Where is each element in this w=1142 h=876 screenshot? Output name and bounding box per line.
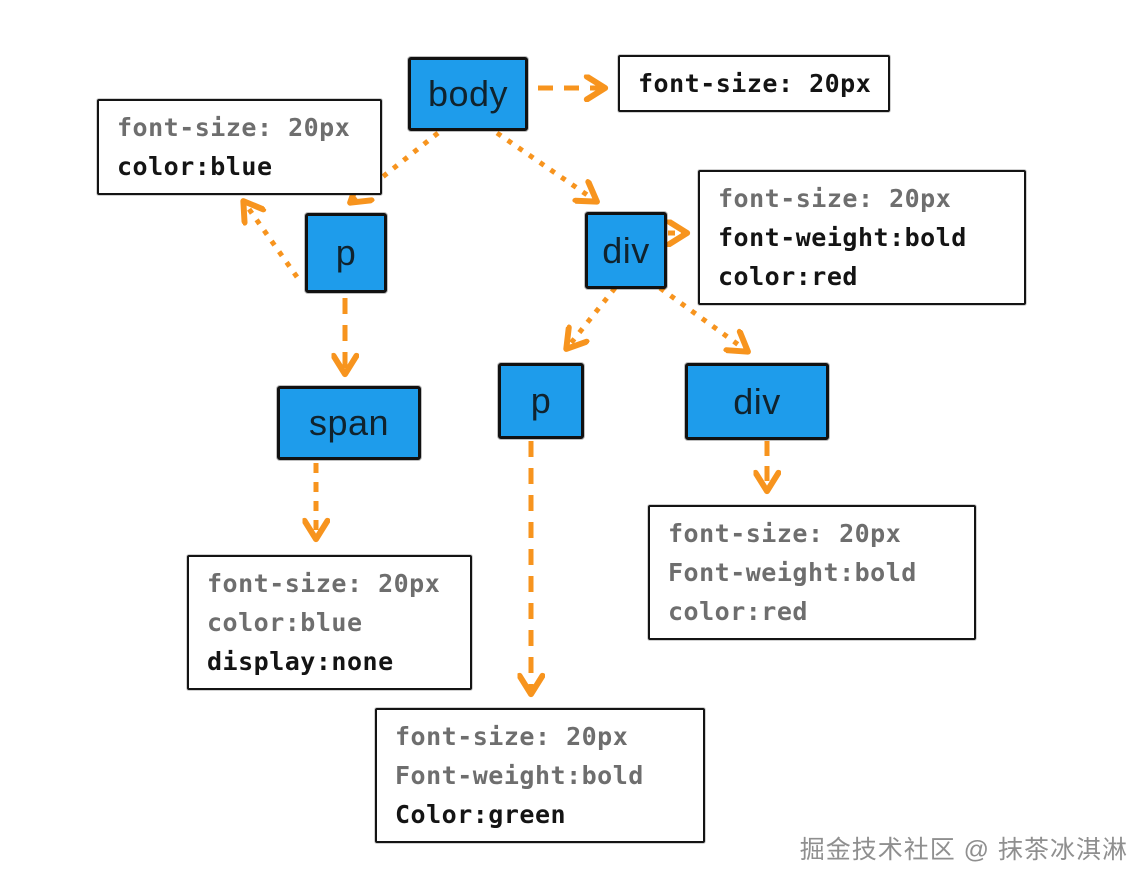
rule-box-span: font-size: 20px color:blue display:none [187, 555, 472, 690]
rule-box-body: font-size: 20px [618, 55, 890, 112]
node-span: span [277, 386, 421, 460]
node-p-right: p [498, 363, 584, 439]
rule-line: Font-weight:bold [395, 761, 644, 790]
node-body-label: body [427, 73, 509, 114]
node-div-left: div [585, 212, 667, 289]
rule-line: display:none [207, 647, 394, 676]
node-div-right: div [685, 363, 829, 440]
rule-line: color:blue [117, 152, 273, 181]
rule-line: font-size: 20px [395, 722, 629, 751]
node-p-left-label: p [335, 232, 357, 273]
rule-line: Font-weight:bold [668, 558, 917, 587]
node-p-left: p [305, 213, 387, 293]
rule-line: font-size: 20px [638, 69, 872, 98]
rule-line: font-weight:bold [718, 223, 967, 252]
node-div-right-label: div [733, 380, 781, 422]
arrow-p1-to-p1-rule [244, 202, 300, 279]
watermark-text: 掘金技术社区 @ 抹茶冰淇淋 [799, 836, 1128, 864]
node-body: body [408, 57, 528, 131]
node-span-label: span [308, 402, 390, 443]
rule-line: font-size: 20px [668, 519, 902, 548]
rule-line: font-size: 20px [117, 113, 351, 142]
node-div-left-label: div [602, 229, 650, 271]
arrow-body-to-div1 [495, 130, 596, 201]
rule-line: font-size: 20px [718, 184, 952, 213]
node-p-right-label: p [530, 380, 552, 421]
rule-box-p-left: font-size: 20px color:blue [97, 99, 382, 195]
rule-box-div-left: font-size: 20px font-weight:bold color:r… [698, 170, 1026, 305]
rule-line: font-size: 20px [207, 569, 441, 598]
rule-box-p-right: font-size: 20px Font-weight:bold Color:g… [375, 708, 705, 843]
rule-line: color:blue [207, 608, 363, 637]
rule-line: color:red [718, 262, 858, 291]
rule-line: Color:green [395, 800, 567, 829]
arrow-div1-to-p2 [567, 286, 617, 348]
rule-line: color:red [668, 597, 808, 626]
rule-box-div-right: font-size: 20px Font-weight:bold color:r… [648, 505, 976, 640]
